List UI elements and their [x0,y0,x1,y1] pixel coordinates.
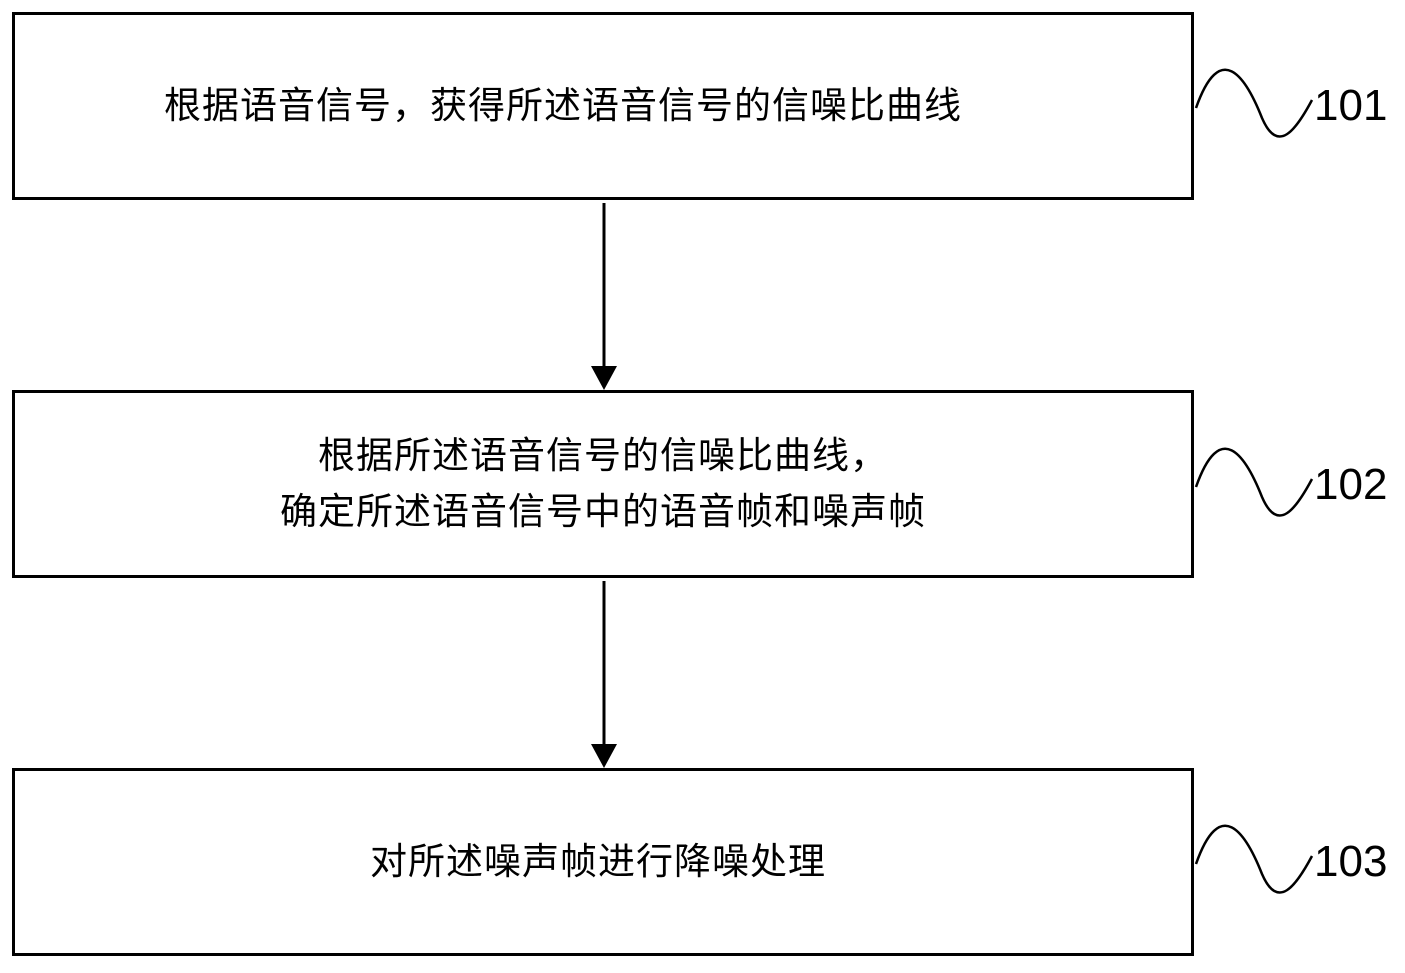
arrow-102-to-103 [591,581,617,768]
step-box-102: 根据所述语音信号的信噪比曲线， 确定所述语音信号中的语音帧和噪声帧 [12,390,1194,578]
step-101-text: 根据语音信号，获得所述语音信号的信噪比曲线 [164,78,962,134]
leader-squiggle-102 [1196,449,1312,516]
step-box-101: 根据语音信号，获得所述语音信号的信噪比曲线 [12,12,1194,200]
step-ref-101: 101 [1314,84,1387,128]
step-ref-103: 103 [1314,840,1387,884]
arrow-101-to-102 [591,203,617,390]
leader-squiggle-101 [1196,70,1312,137]
step-103-text: 对所述噪声帧进行降噪处理 [370,834,826,890]
leader-squiggle-103 [1196,826,1312,893]
step-102-text-line-1: 根据所述语音信号的信噪比曲线， [318,428,888,484]
step-ref-102: 102 [1314,463,1387,507]
step-box-103: 对所述噪声帧进行降噪处理 [12,768,1194,956]
step-102-text-line-2: 确定所述语音信号中的语音帧和噪声帧 [280,484,926,540]
